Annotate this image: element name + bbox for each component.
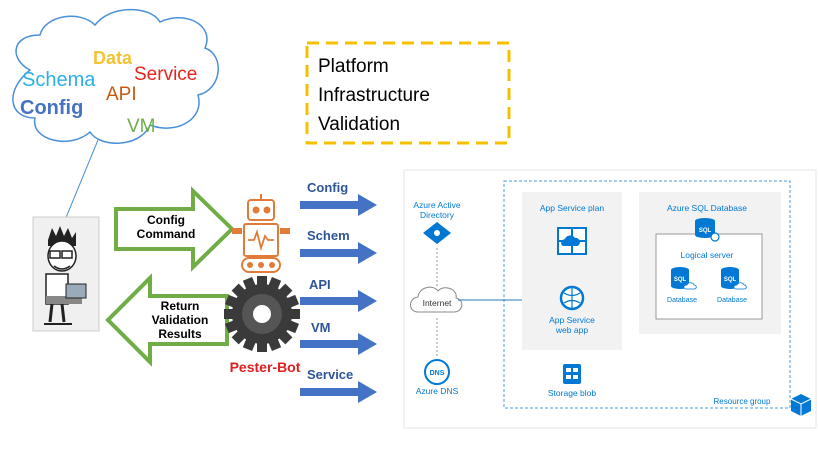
gear-icon: [224, 276, 300, 352]
app-service-plan-icon: [557, 227, 587, 255]
app-service-plan-box: [522, 192, 622, 350]
blue-arrow-config: Config: [300, 180, 377, 216]
database-2-label: Database: [717, 297, 747, 304]
blue-arrow-vm: VM: [300, 320, 377, 355]
return-results-line-1: Return: [161, 299, 200, 313]
internet-label: Internet: [423, 298, 452, 308]
database-icon-2: SQL: [721, 267, 747, 290]
svg-text:DNS: DNS: [430, 370, 445, 377]
app-service-web-app-icon: [559, 285, 585, 311]
database-2-icon-text: SQL: [724, 277, 737, 283]
cloud-word-schema: Schema: [22, 69, 96, 91]
robot-icon: [232, 194, 290, 273]
blue-arrow-label-service: Service: [307, 367, 353, 382]
return-results-line-3: Results: [158, 327, 202, 341]
title-line-2: Infrastructure: [318, 85, 430, 106]
blue-arrow-label-schema: Schem: [307, 228, 350, 243]
resource-group-icon: [790, 394, 812, 416]
blue-arrow-api: API: [300, 277, 377, 312]
logical-server-label: Logical server: [681, 250, 734, 260]
config-command-line-1: Config: [147, 213, 185, 227]
config-command-line-2: Command: [137, 227, 196, 241]
azure-dns-icon: DNS: [424, 359, 450, 385]
config-command-arrow: Config Command: [114, 186, 235, 272]
cloud-word-api: API: [106, 84, 137, 105]
blue-arrow-label-config: Config: [307, 180, 348, 195]
blue-arrows: Config Schem API VM Service: [300, 180, 377, 403]
app-service-plan-label: App Service plan: [540, 203, 605, 213]
title-line-1: Platform: [318, 56, 389, 77]
storage-blob-icon: [563, 364, 581, 384]
azure-architecture-panel: Azure Active Directory Internet DNS Azur…: [403, 169, 817, 429]
cloud-word-vm: VM: [127, 116, 156, 137]
app-service-label-1: App Service: [549, 315, 595, 325]
azure-dns-label: Azure DNS: [416, 386, 459, 396]
cloud-word-config: Config: [20, 97, 83, 119]
internet-cloud-icon: [410, 286, 463, 313]
return-results-arrow: Return Validation Results: [105, 273, 229, 367]
person-at-laptop-icon: [32, 216, 100, 332]
sql-server-icon: SQL: [695, 218, 720, 242]
resource-group-label: Resource group: [714, 397, 771, 406]
blue-arrow-label-vm: VM: [311, 320, 331, 335]
azure-sql-database-label: Azure SQL Database: [667, 203, 747, 213]
cloud-connector-line: [64, 139, 99, 221]
cloud-word-service: Service: [134, 64, 197, 85]
cloud-word-data: Data: [93, 48, 133, 68]
sql-server-icon-text: SQL: [699, 228, 712, 234]
return-results-line-2: Validation: [152, 313, 209, 327]
blue-arrow-service: Service: [300, 367, 377, 403]
database-1-label: Database: [667, 297, 697, 304]
pester-bot-label: Pester-Bot: [230, 359, 301, 375]
database-1-icon-text: SQL: [674, 277, 687, 283]
title-line-3: Validation: [318, 114, 400, 135]
database-icon-1: SQL: [671, 267, 697, 290]
blue-arrow-label-api: API: [309, 277, 331, 292]
title-box: Platform Infrastructure Validation: [305, 41, 511, 145]
azure-active-directory-icon: [423, 222, 451, 244]
resource-group-boundary: [503, 180, 791, 409]
thought-cloud: Schema Data Service Config API VM: [12, 8, 219, 221]
storage-blob-label: Storage blob: [548, 388, 596, 398]
azure-ad-label-2: Directory: [420, 210, 455, 220]
blue-arrow-schema: Schem: [300, 228, 377, 264]
azure-ad-label-1: Azure Active: [413, 200, 461, 210]
app-service-label-2: web app: [555, 325, 588, 335]
